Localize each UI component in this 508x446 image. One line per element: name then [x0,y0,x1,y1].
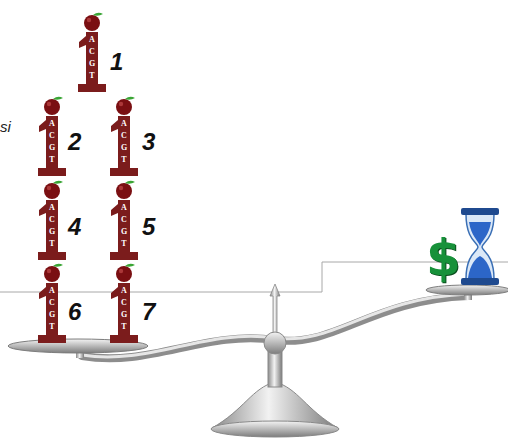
right-pan [426,285,508,295]
figure-body [78,32,106,92]
apple-shine [47,186,51,190]
apple-leaf [53,264,63,267]
apple-leaf [125,181,135,184]
cut-text: si [0,118,11,135]
apple-leaf [53,97,63,100]
dna-figure: A C G T [108,263,140,343]
apple-shine [47,269,51,273]
figure-body [110,116,138,176]
apple-shine [119,102,123,106]
dna-figure: A C G T [36,96,68,176]
callout-number: 2 [68,128,81,156]
dna-figure: A C G T [76,12,108,92]
dna-letters: A C G T [46,285,58,333]
callout-number: 4 [68,213,81,241]
apple [44,99,60,115]
apple-leaf [125,264,135,267]
apple-shine [119,186,123,190]
apple [116,183,132,199]
dna-letters: A C G T [46,202,58,250]
dna-figure: A C G T [108,96,140,176]
apple-shine [119,269,123,273]
dna-figure: A C G T [36,180,68,260]
scale-pivot [264,332,286,354]
apple [116,266,132,282]
callout-number: 1 [110,48,123,76]
dna-letters: A C G T [118,118,130,166]
apple-leaf [93,13,103,16]
apple-leaf [53,181,63,184]
dna-letters: A C G T [86,34,98,82]
apple-leaf [125,97,135,100]
dna-figure: A C G T [36,263,68,343]
apple [116,99,132,115]
dna-letters: A C G T [118,285,130,333]
scale-base [212,382,338,436]
hourglass-glass [466,214,494,279]
hourglass-sand-top [469,222,491,246]
dna-letters: A C G T [118,202,130,250]
figure-body [38,116,66,176]
dna-figure: A C G T [108,180,140,260]
apple-shine [47,102,51,106]
hourglass-top-cap [461,208,499,215]
figure-body [38,283,66,343]
callout-number: 5 [142,213,155,241]
hourglass-bottom-cap [461,278,499,285]
callout-number: 3 [142,128,155,156]
figure-body [38,200,66,260]
apple [44,183,60,199]
callout-number: 6 [68,298,81,326]
hourglass-sand-bottom [468,256,492,278]
apple-shine [87,18,91,22]
figure-body [110,200,138,260]
scale-foot [211,421,339,437]
callout-number: 7 [142,298,155,326]
dna-letters: A C G T [46,118,58,166]
apple [44,266,60,282]
figure-body [110,283,138,343]
apple [84,15,100,31]
dollar-symbol: $ [426,230,461,286]
